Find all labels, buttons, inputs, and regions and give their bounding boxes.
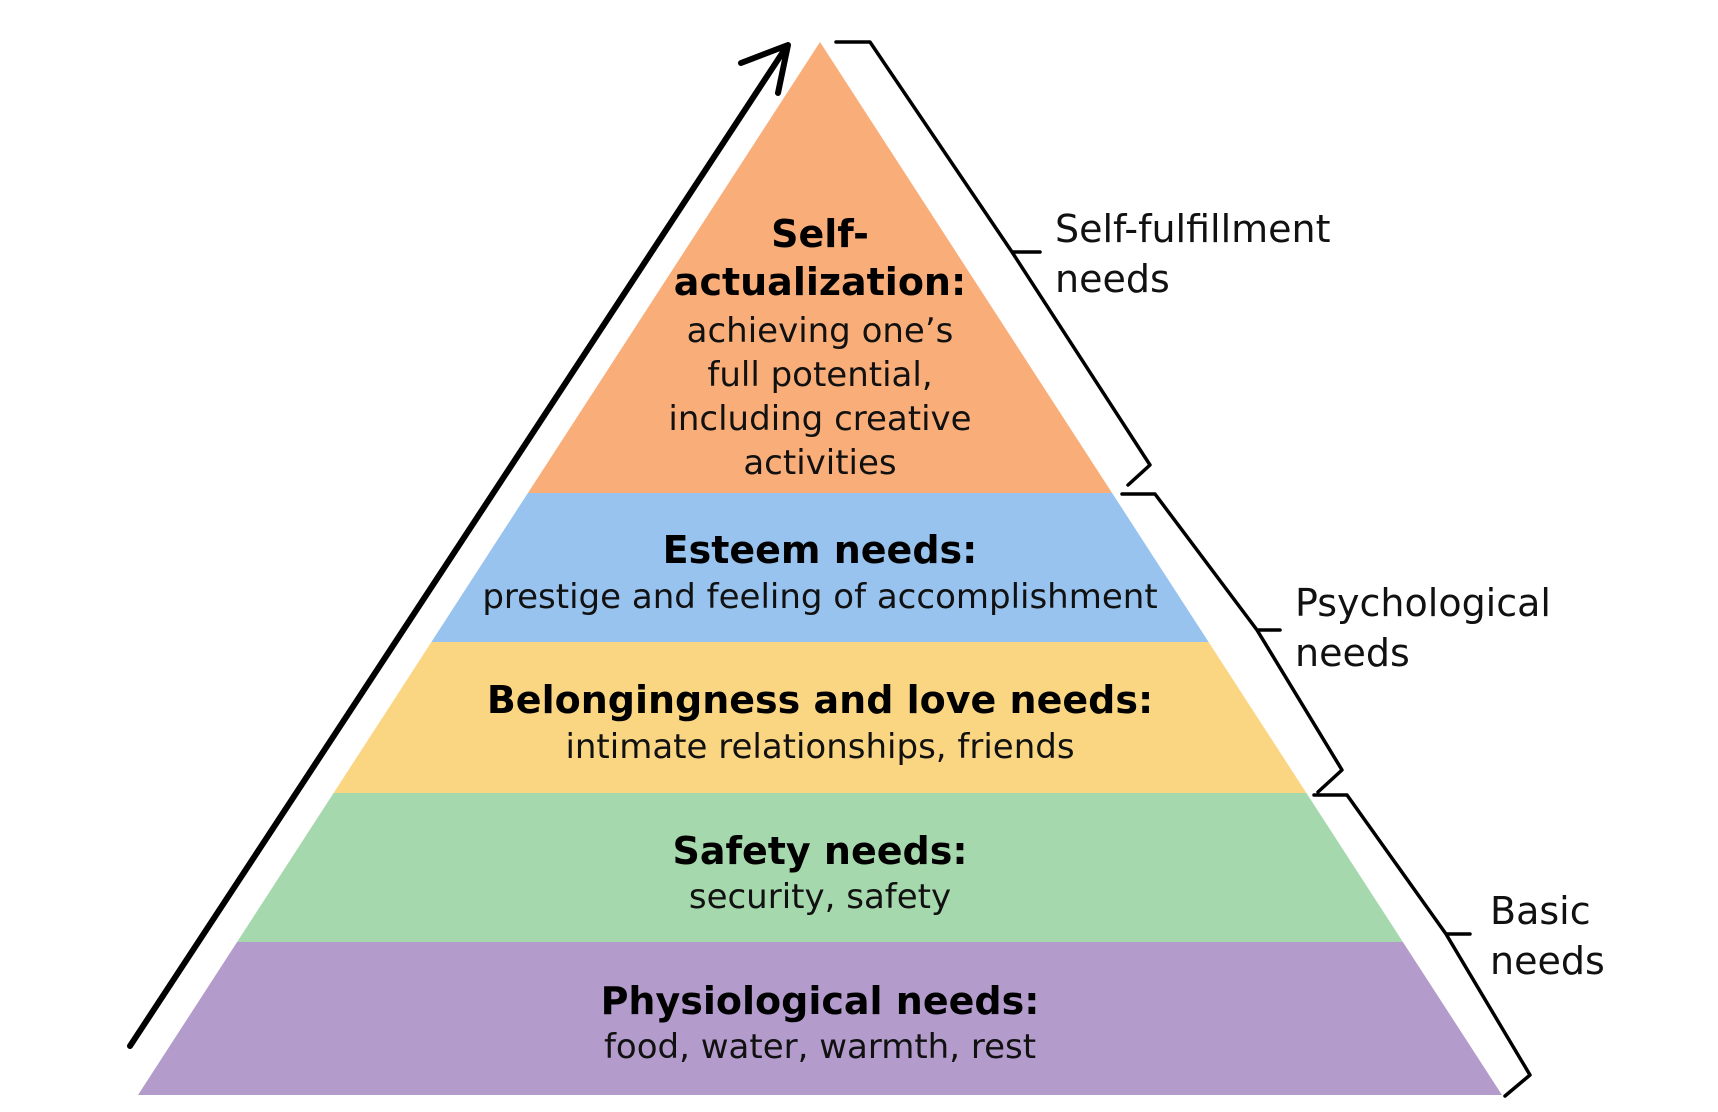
tier-belongingness-desc: intimate relationships, friends [565,727,1074,767]
tier-self-actualization-desc-line-3: including creative [668,399,971,439]
tier-self-actualization-desc-line-1: achieving one’s [687,311,954,351]
tier-self-actualization-desc-line-4: activities [743,443,896,483]
group-label-psychological-line-1: Psychological [1295,581,1551,625]
tier-physiological-text: Physiological needs: food, water, warmth… [601,979,1040,1067]
group-label-self-fulfillment-line-2: needs [1055,257,1170,301]
tier-belongingness-band [333,642,1307,793]
tier-self-actualization-desc-line-2: full potential, [707,355,932,395]
group-label-basic-line-1: Basic [1490,889,1591,933]
tier-esteem-band [431,493,1209,642]
tier-self-actualization-title-line-2: actualization: [674,260,966,304]
group-label-basic: Basic needs [1490,889,1605,983]
tier-physiological-title: Physiological needs: [601,979,1040,1023]
tier-esteem-title: Esteem needs: [663,528,978,572]
tier-self-actualization-title-line-1: Self- [771,212,869,256]
tier-belongingness-text: Belongingness and love needs: intimate r… [487,678,1153,767]
group-label-psychological: Psychological needs [1295,581,1551,675]
upward-arrow-head [738,42,791,96]
tier-belongingness-title: Belongingness and love needs: [487,678,1153,722]
group-label-self-fulfillment: Self-fulfillment needs [1055,207,1331,301]
bracket-psychological [1120,492,1344,794]
group-label-basic-line-2: needs [1490,939,1605,983]
pyramid [138,42,1502,1095]
tier-safety-title: Safety needs: [672,829,967,873]
upward-arrow [127,42,791,1049]
tier-safety-text: Safety needs: security, safety [672,829,967,917]
tier-safety-band [237,793,1403,942]
tier-esteem-desc: prestige and feeling of accomplishment [482,577,1157,617]
tier-physiological-band [138,942,1502,1095]
upward-arrow-shaft [127,49,786,1049]
tier-safety-desc: security, safety [689,877,951,917]
bracket-basic [1312,793,1532,1098]
group-label-self-fulfillment-line-1: Self-fulfillment [1055,207,1331,251]
tier-physiological-desc: food, water, warmth, rest [604,1027,1036,1067]
tier-self-actualization-band [527,42,1113,493]
group-label-psychological-line-2: needs [1295,631,1410,675]
group-brackets [834,40,1532,1098]
tier-self-actualization-text: Self- actualization: achieving one’s ful… [668,212,971,483]
tier-esteem-text: Esteem needs: prestige and feeling of ac… [482,528,1157,617]
bracket-self-fulfillment [834,40,1152,487]
